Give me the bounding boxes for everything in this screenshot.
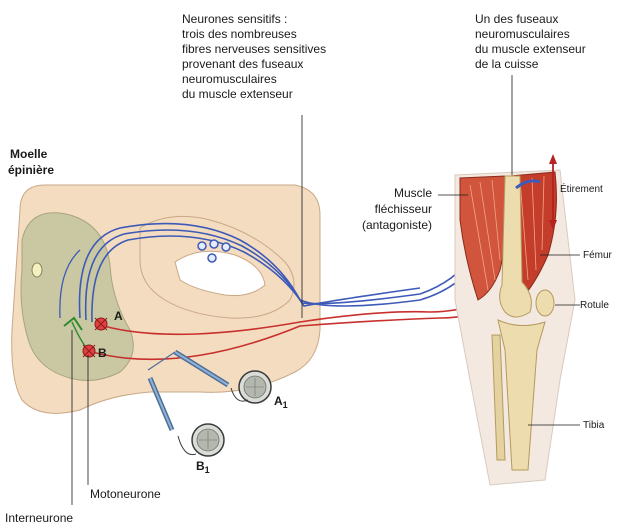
neuron-a-label: A xyxy=(114,309,123,323)
stretch-label: Étirement xyxy=(560,182,603,195)
spinal-cord xyxy=(12,185,320,413)
spindle-line1: Un des fuseaux xyxy=(475,12,558,26)
neuron-b-label: B xyxy=(98,346,107,360)
interneuron-label: Interneurone xyxy=(5,511,73,525)
sensory-neurons-line3: fibres nerveuses sensitives xyxy=(182,42,326,56)
sensory-neurons-line4: provenant des fuseaux xyxy=(182,57,303,71)
leg xyxy=(455,154,575,485)
spindle-line3: du muscle extenseur xyxy=(475,42,586,56)
sensory-neurons-line1: Neurones sensitifs : xyxy=(182,12,287,26)
motor-neuron-b xyxy=(83,345,95,357)
central-canal xyxy=(32,263,42,277)
spinal-cord-label-line2: épinière xyxy=(8,163,54,177)
tibia-label: Tibia xyxy=(583,420,605,431)
sensory-neurons-line5: neuromusculaires xyxy=(182,72,277,86)
femur-label: Fémur xyxy=(583,250,613,261)
recorder-a1-label: A1 xyxy=(274,394,288,410)
spinal-cord-label-line1: Moelle xyxy=(10,147,48,161)
sensory-neurons-line2: trois des nombreuses xyxy=(182,27,297,41)
flexor-line2: fléchisseur xyxy=(375,202,432,216)
patella-label: Rotule xyxy=(580,300,609,311)
flexor-line3: (antagoniste) xyxy=(362,218,432,232)
spindle-line2: neuromusculaires xyxy=(475,27,570,41)
motoneuron-label: Motoneurone xyxy=(90,487,161,501)
recorder-b1-label: B1 xyxy=(196,459,210,475)
flexor-line1: Muscle xyxy=(394,186,432,200)
sensory-neurons-line6: du muscle extenseur xyxy=(182,87,293,101)
patella xyxy=(536,290,554,316)
recorder-b1 xyxy=(178,424,224,456)
motor-neuron-a xyxy=(95,318,107,330)
spindle-line4: de la cuisse xyxy=(475,57,539,71)
